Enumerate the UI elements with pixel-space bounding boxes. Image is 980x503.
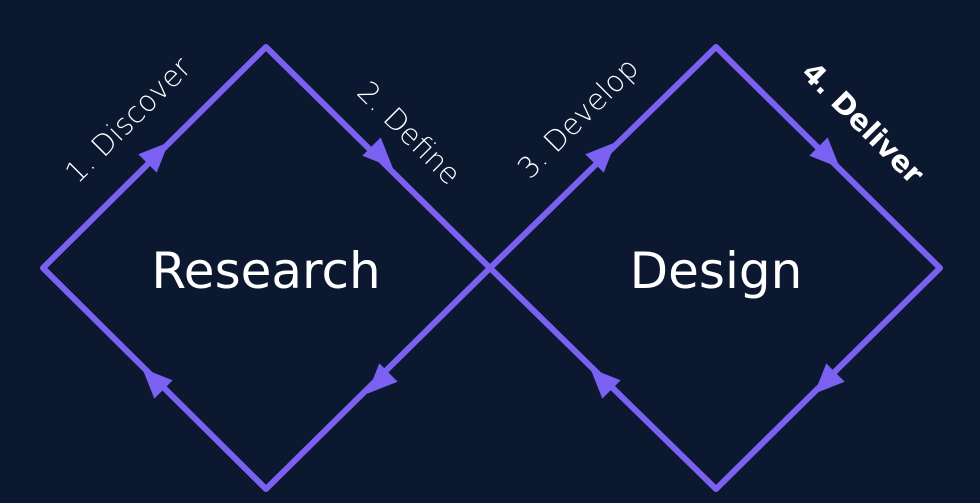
design-label: Design [630,242,803,300]
deliver-phase-label: 4. Deliver [795,55,931,191]
define-arrow-icon [362,137,393,168]
research-diamond-outline [40,44,493,492]
design-diamond-outline [487,44,943,492]
deliver-arrow-icon [809,137,840,168]
define-phase-label: 2. Define [351,74,468,191]
develop-arrow-icon [585,142,616,173]
discover-arrow-icon [138,142,169,173]
design-loop-arrow-icon [590,368,621,399]
research-label: Research [151,242,380,300]
design-return-arrow-icon [814,363,845,394]
research-return-arrow-icon [367,363,398,394]
research-loop-arrow-icon [142,368,173,399]
discover-phase-label: 1. Discover [58,50,197,189]
develop-phase-label: 3. Develop [511,51,646,186]
